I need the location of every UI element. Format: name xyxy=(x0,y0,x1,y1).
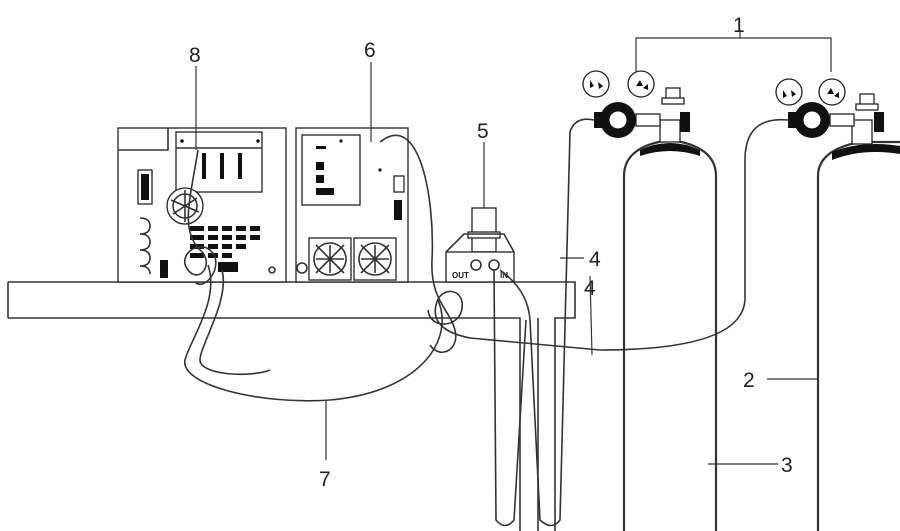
fan-grille-icon xyxy=(308,237,352,281)
callout-4-upper: 4 xyxy=(589,248,601,271)
callout-7: 7 xyxy=(319,468,331,491)
fan-grille-icon xyxy=(353,237,397,281)
gas-lines xyxy=(184,118,789,527)
bench-table xyxy=(7,281,576,531)
callout-6: 6 xyxy=(364,39,376,62)
gas-cylinder-3 xyxy=(622,119,718,531)
filter-in-label: IN xyxy=(500,271,508,280)
fan-grille-icon xyxy=(166,187,204,225)
gas-cylinder-2 xyxy=(816,119,900,531)
pressure-gauge-icon xyxy=(818,78,846,106)
pressure-gauge-icon xyxy=(775,78,803,106)
pressure-gauge-icon xyxy=(627,70,655,98)
callout-5: 5 xyxy=(477,120,489,143)
instrument-mass-spectrometer xyxy=(117,127,287,285)
callout-4-lower: 4 xyxy=(584,277,596,300)
regulator-left xyxy=(582,70,690,138)
pressure-gauge-icon xyxy=(582,70,610,98)
callout-3: 3 xyxy=(781,454,793,477)
callout-2: 2 xyxy=(743,369,755,392)
instrument-controller xyxy=(295,127,409,283)
callout-1: 1 xyxy=(733,14,745,37)
filter-out-label: OUT xyxy=(452,271,469,280)
regulator-right xyxy=(775,78,884,138)
callout-labels: 1 2 3 4 4 5 6 7 8 xyxy=(189,14,793,491)
callout-leaders xyxy=(195,30,832,465)
callout-8: 8 xyxy=(189,44,201,67)
gas-filter: OUT IN xyxy=(445,207,515,283)
